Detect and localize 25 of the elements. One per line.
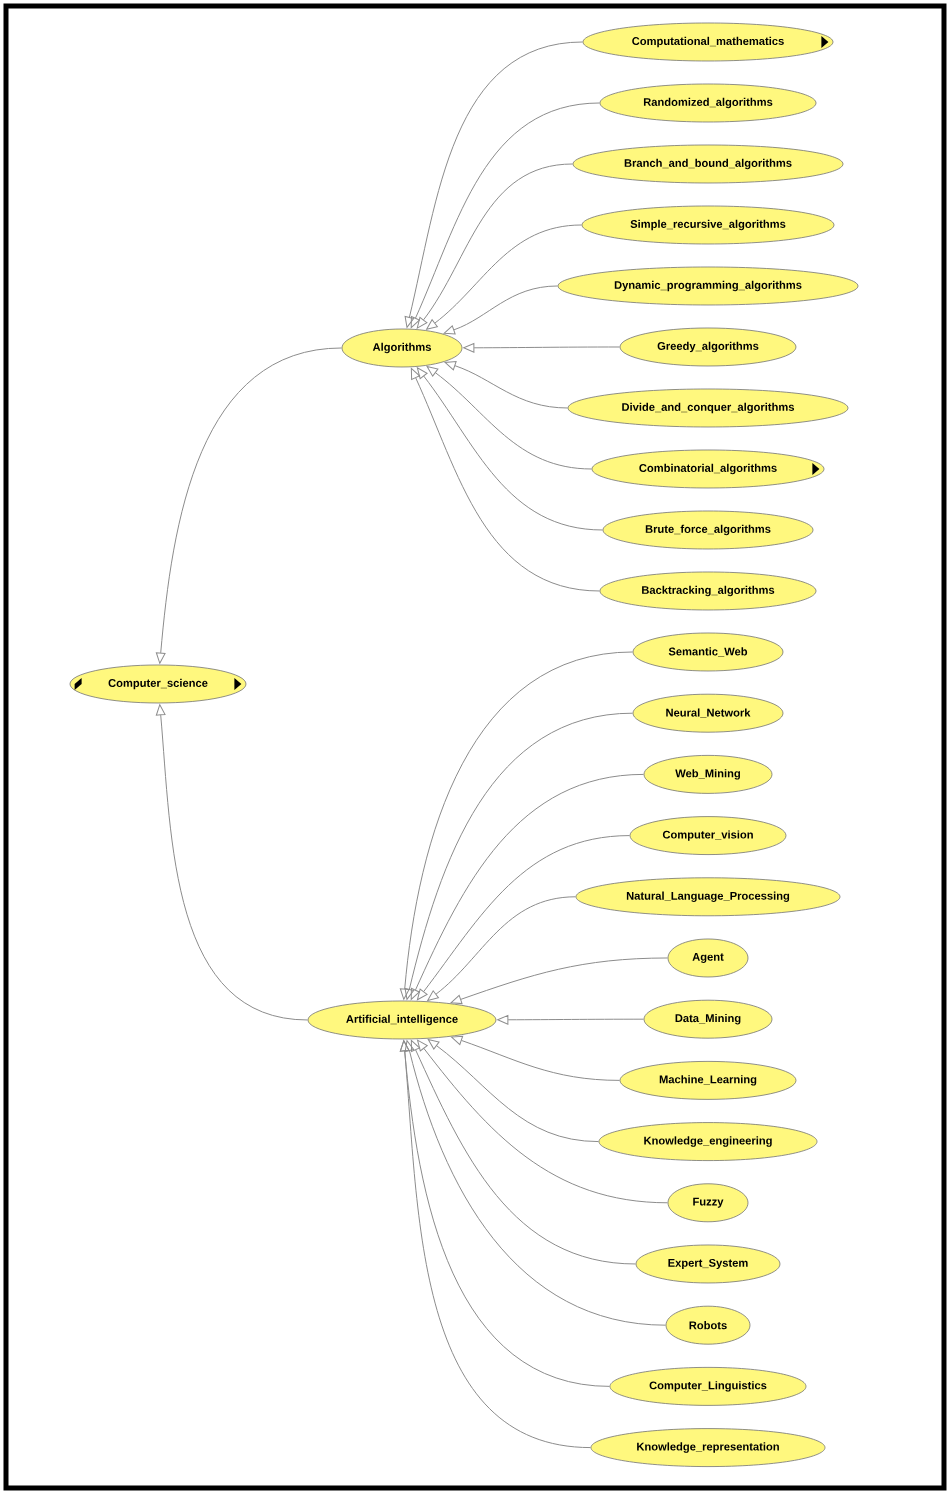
arrow: [155, 347, 343, 664]
arrow: [463, 342, 621, 353]
arrow: [497, 1014, 645, 1025]
arrow: [416, 163, 574, 329]
arrow: [427, 896, 577, 1001]
arrow: [416, 367, 604, 531]
arrow: [426, 366, 593, 470]
arrow: [410, 102, 601, 329]
arrow: [444, 361, 569, 409]
arrow: [399, 1040, 592, 1449]
arrow: [450, 957, 669, 1005]
arrow: [427, 1038, 600, 1143]
arrow: [404, 41, 584, 328]
arrow: [416, 835, 631, 1001]
arrow: [410, 773, 645, 1000]
arrow: [399, 651, 634, 1000]
arrow: [404, 1040, 667, 1326]
arrow: [426, 224, 583, 330]
arrow: [155, 704, 309, 1021]
arrow: [410, 1040, 637, 1265]
arrow: [410, 367, 601, 592]
arrow: [404, 712, 634, 1000]
arrow: [443, 285, 559, 335]
arrow: [451, 1035, 621, 1081]
arrow: [417, 1039, 669, 1204]
